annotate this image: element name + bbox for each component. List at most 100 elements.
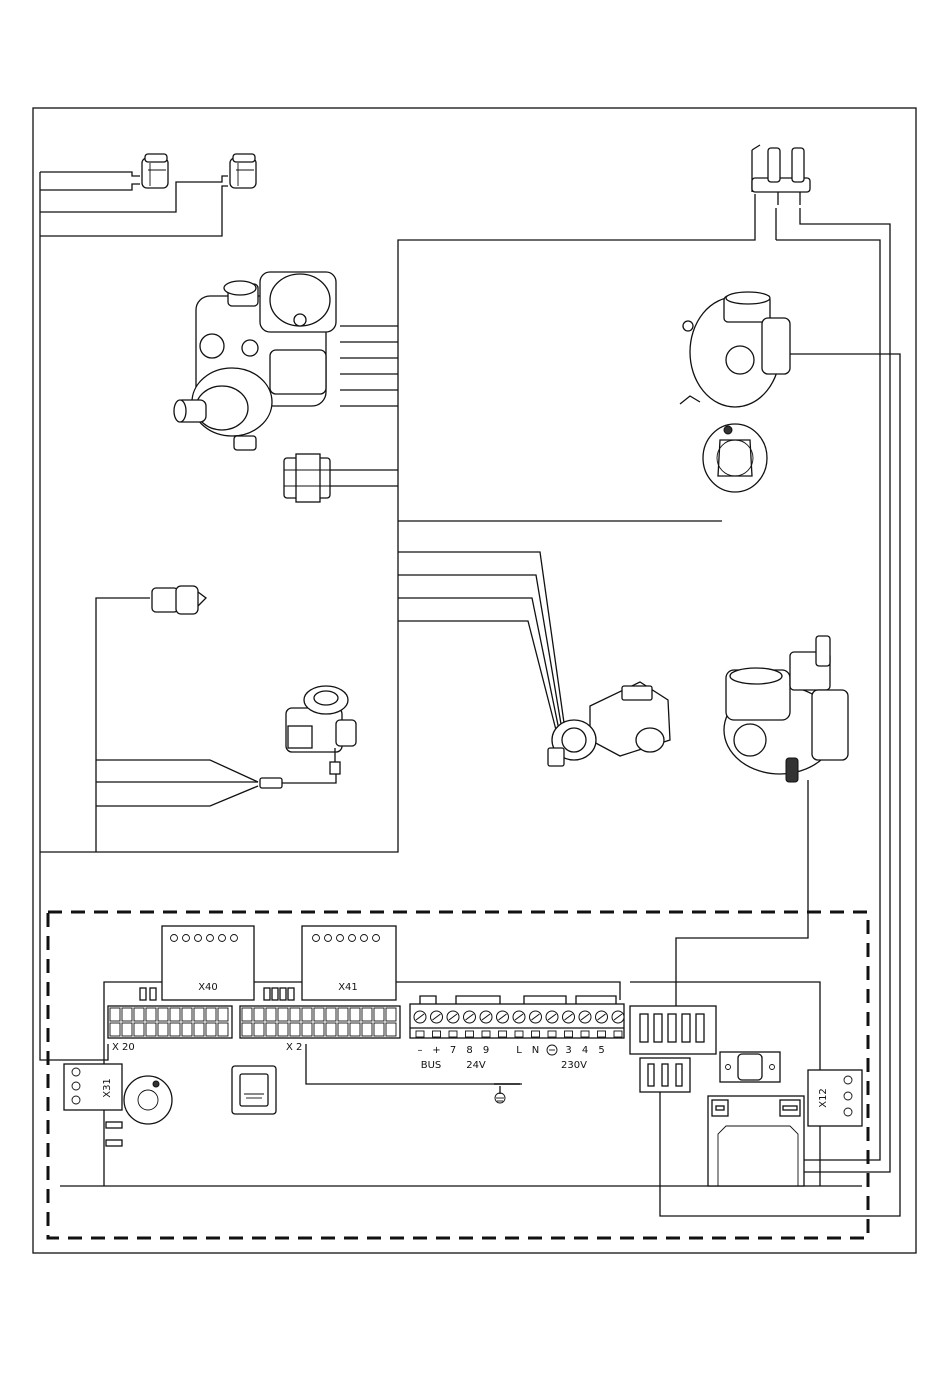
terminal-label: 5 <box>598 1045 604 1056</box>
x20-pin <box>134 1008 144 1021</box>
x2-pin <box>386 1023 396 1036</box>
x20-pin <box>122 1023 132 1036</box>
x20-pin <box>134 1023 144 1036</box>
terminal-pad <box>532 1031 540 1037</box>
terminal-label: – <box>418 1045 423 1056</box>
potentiometer-knob[interactable] <box>124 1076 172 1124</box>
x20-pin <box>170 1008 180 1021</box>
x2-pin <box>266 1023 276 1036</box>
x20-pin <box>110 1023 120 1036</box>
x20-pin <box>158 1008 168 1021</box>
x2-pin <box>254 1023 264 1036</box>
terminal-label: 9 <box>483 1045 489 1056</box>
terminal-label: 7 <box>450 1045 456 1056</box>
connector-x12[interactable]: X12 <box>808 1070 862 1126</box>
terminal-pad <box>466 1031 474 1037</box>
fan-sensor-part <box>703 424 767 492</box>
central-harness <box>40 194 755 852</box>
bus-label: BUS <box>421 1060 442 1071</box>
x2-pin <box>350 1008 360 1021</box>
x20-pin <box>206 1023 216 1036</box>
multi-pin-plug <box>284 454 330 502</box>
230v-label: 230V <box>561 1060 587 1071</box>
x2-pin <box>350 1023 360 1036</box>
x20-pin <box>122 1008 132 1021</box>
x20-pin <box>158 1023 168 1036</box>
x2-pin <box>338 1008 348 1021</box>
x41-label: X41 <box>338 982 358 993</box>
x2-pin <box>326 1023 336 1036</box>
x2-pin <box>362 1023 372 1036</box>
x20-pin <box>194 1008 204 1021</box>
terminal-pad <box>565 1031 573 1037</box>
terminal-pad <box>449 1031 457 1037</box>
x2-label: X 2 <box>286 1042 302 1053</box>
temperature-sensor-connector-1 <box>142 154 168 188</box>
connector-x31[interactable]: X31 <box>64 1064 122 1146</box>
water-pressure-switch <box>286 686 356 774</box>
terminal-label: N <box>532 1045 539 1056</box>
x20-pin <box>170 1023 180 1036</box>
x2-pin <box>266 1008 276 1021</box>
x2-pin <box>278 1023 288 1036</box>
x20-pin <box>146 1008 156 1021</box>
x20-pin <box>194 1023 204 1036</box>
x2-pin <box>254 1008 264 1021</box>
terminal-pad <box>482 1031 490 1037</box>
x2-pin <box>290 1023 300 1036</box>
x20-pin <box>206 1008 216 1021</box>
x2-pin <box>302 1023 312 1036</box>
x2-pin <box>314 1008 324 1021</box>
x20-label: X 20 <box>112 1042 135 1053</box>
x31-label: X31 <box>102 1078 113 1098</box>
fuse-holder <box>720 1052 780 1082</box>
x2-pin <box>338 1023 348 1036</box>
x12-label: X12 <box>818 1088 829 1108</box>
three-way-valve <box>548 682 670 766</box>
x20-pin <box>218 1023 228 1036</box>
x20-pin <box>110 1008 120 1021</box>
24v-label: 24V <box>466 1060 486 1071</box>
flow-sensor-harness <box>96 760 336 806</box>
terminal-label: L <box>516 1045 522 1056</box>
terminal-label: 8 <box>466 1045 472 1056</box>
x2-pin <box>242 1023 252 1036</box>
x2-pin <box>326 1008 336 1021</box>
terminal-pad <box>515 1031 523 1037</box>
temperature-sensor-connector-2 <box>230 154 256 188</box>
x2-pin <box>314 1023 324 1036</box>
x2-pin <box>386 1008 396 1021</box>
terminal-pad <box>416 1031 424 1037</box>
terminal-pad <box>548 1031 556 1037</box>
terminal-pad <box>499 1031 507 1037</box>
x40-label: X40 <box>198 982 218 993</box>
terminal-pad <box>433 1031 441 1037</box>
diagnostic-socket[interactable] <box>232 1066 276 1114</box>
x2-pin <box>374 1008 384 1021</box>
terminal-pad <box>598 1031 606 1037</box>
terminal-pad <box>614 1031 622 1037</box>
pump <box>676 636 848 1010</box>
gas-valve <box>174 272 336 450</box>
x2-pin <box>302 1008 312 1021</box>
terminal-pad <box>581 1031 589 1037</box>
earth-ground-icon <box>495 1086 505 1103</box>
x2-pin <box>374 1023 384 1036</box>
terminal-label: 3 <box>565 1045 571 1056</box>
x20-pin <box>146 1023 156 1036</box>
x20-pin <box>218 1008 228 1021</box>
x2-pin <box>242 1008 252 1021</box>
terminal-label: 4 <box>582 1045 588 1056</box>
connector-x40[interactable]: X40 <box>162 926 254 1000</box>
ignition-transformer <box>708 1096 804 1186</box>
connector-x41[interactable]: X41 <box>302 926 396 1000</box>
terminal-label: + <box>432 1045 440 1056</box>
pressure-sensor <box>96 586 206 852</box>
x20-pin <box>182 1023 192 1036</box>
connector-x20[interactable]: X 20 <box>108 1006 232 1053</box>
x2-pin <box>362 1008 372 1021</box>
pump-connector[interactable] <box>630 1006 716 1092</box>
x2-pin <box>290 1008 300 1021</box>
